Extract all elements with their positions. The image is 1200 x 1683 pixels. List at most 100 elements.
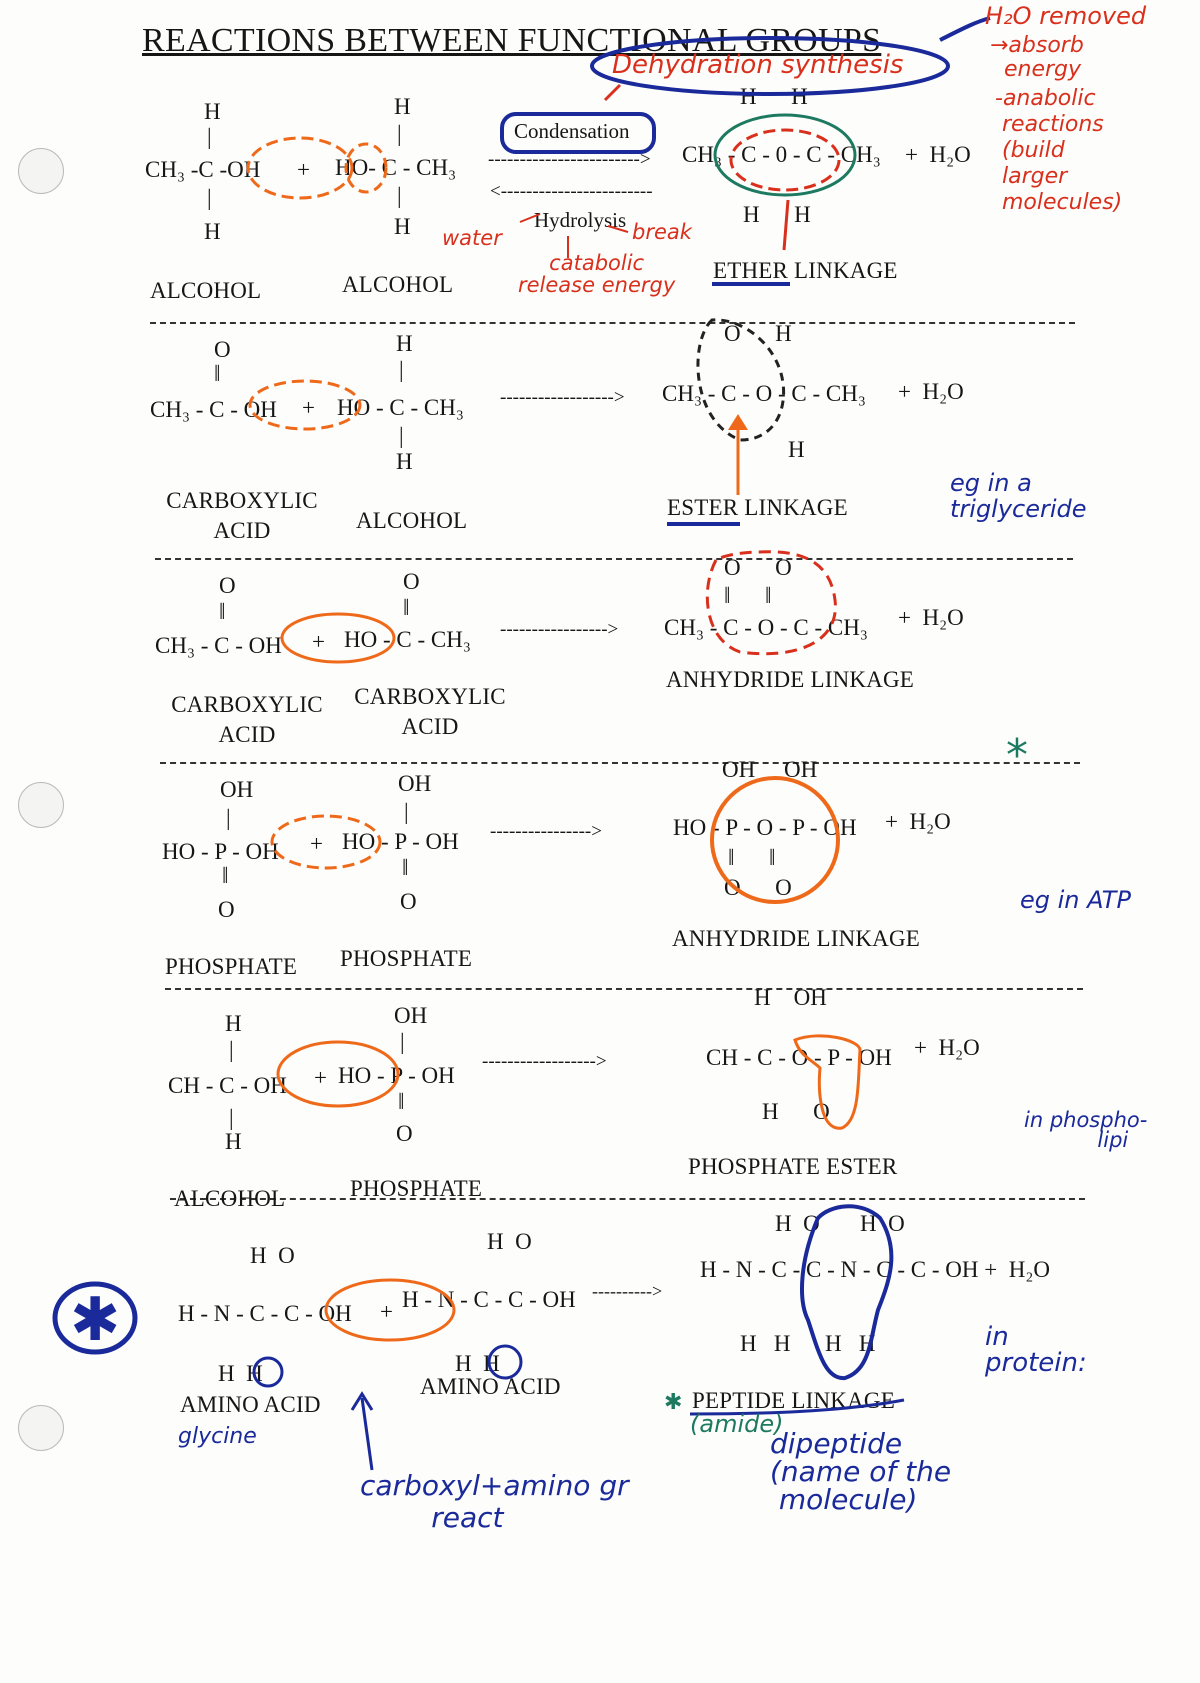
r1-reactant1-bond: | — [207, 124, 212, 149]
r5-double-bond: ǁ — [398, 1089, 405, 1114]
binder-hole-middle — [18, 782, 64, 828]
r4-arrow-forward: ----------------> — [490, 821, 602, 842]
star-glyph: ✱ — [70, 1285, 120, 1355]
r1-reactant2-bond: | — [397, 121, 402, 146]
r6-product-formula: H - N - C - C - N - C - C - OH + H₂O — [700, 1257, 1050, 1282]
r6-reactant2-label: AMINO ACID — [420, 1374, 561, 1399]
r6-arrow-forward: ----------> — [592, 1281, 663, 1301]
r4-reactant1-bottom: O — [218, 897, 235, 922]
r3-plus: + — [312, 629, 325, 654]
r6-product-bottom: H H H H — [740, 1331, 876, 1356]
binder-hole-top — [18, 148, 64, 194]
r5-linkage-label: PHOSPHATE ESTER — [688, 1154, 898, 1179]
r3-reactant2-top: O — [403, 569, 420, 594]
r4-reactant2-label: PHOSPHATE — [340, 946, 473, 971]
r1-hydrolysis-label: Hydrolysis — [534, 208, 627, 232]
r4-product-formula: HO - P - O - P - OH — [673, 815, 857, 840]
r5-reactant2-bond: | — [400, 1029, 405, 1054]
r2-double-bond: ǁ — [214, 361, 221, 386]
r6-reactant1-top: H O — [250, 1243, 295, 1268]
r5-reactant2-top: OH — [394, 1003, 428, 1028]
condensation-arrow — [603, 83, 622, 102]
r2-product-bottom: H — [788, 437, 805, 462]
r1-reactant2-top: H — [394, 94, 411, 119]
r4-double-bond: ǁ — [402, 855, 409, 880]
r5-reactant1-formula: CH - C - OH — [168, 1073, 287, 1098]
divider — [155, 558, 1073, 560]
r2-arrow-forward: ------------------> — [500, 387, 625, 408]
r1-reactant1-label: ALCOHOL — [150, 278, 262, 303]
r4-double-bond: ǁ — [222, 863, 229, 888]
r3-arrow-forward: -----------------> — [500, 619, 619, 640]
r1-arrow-back: <------------------------ — [490, 181, 653, 202]
r1-reactant2-formula: HO- C - CH₃ — [335, 155, 457, 180]
r3-reactant1-top: O — [219, 573, 236, 598]
carboxyl-arrowhead — [350, 1391, 374, 1411]
r4-product-top: OH OH — [722, 757, 818, 782]
r2-reactant2-bottom: H — [396, 449, 413, 474]
r1-product-bottom: H H — [743, 202, 811, 227]
r4-reactant1-bond: | — [226, 805, 231, 830]
r4-product-byproduct: + H₂O — [885, 809, 951, 834]
r1-arrow-forward: ------------------------> — [488, 149, 656, 170]
r5-product-formula: CH - C - O - P - OH — [706, 1045, 892, 1070]
r1-reactant1-bond: | — [207, 185, 212, 210]
r4-reactant1-formula: HO - P - OH — [162, 839, 279, 864]
note-dipeptide: dipeptide (name of the molecule) — [770, 1427, 952, 1516]
r4-product-bottom: O O — [724, 875, 792, 900]
r3-reactant1-label: CARBOXYLIC ACID — [171, 692, 323, 747]
r5-product-bottom: H O — [762, 1099, 830, 1124]
r2-reactant2-bond: | — [399, 357, 404, 382]
r5-reactant2-label: PHOSPHATE — [350, 1176, 483, 1201]
binder-hole-bottom — [18, 1405, 64, 1451]
r1-reactant1-bottom: H — [204, 219, 221, 244]
r1-condensation-label: Condensation — [514, 119, 630, 143]
r3-linkage-label: ANHYDRIDE LINKAGE — [666, 667, 915, 692]
r2-plus: + — [302, 395, 315, 420]
r4-reactant2-bond: | — [404, 799, 409, 824]
r2-reactant1-top: O — [214, 337, 231, 362]
r2-product-byproduct: + H₂O — [898, 379, 964, 404]
r2-reactant1-formula: CH₃ - C - OH — [150, 397, 277, 422]
r3-product-formula: CH₃ - C - O - C - CH₃ — [664, 615, 868, 640]
note-in-phospholipid: in phospho- lipi — [1024, 1108, 1148, 1152]
r3-reactant2-formula: HO - C - CH₃ — [344, 627, 471, 652]
star-circle — [52, 1281, 138, 1355]
note-dehydration-synthesis: Dehydration synthesis — [612, 50, 904, 80]
r2-reactant2-bond: | — [399, 423, 404, 448]
r1-reactant1-formula: CH₃ -C -OH — [145, 157, 261, 182]
r5-reactant1-bottom: H — [225, 1129, 242, 1154]
r2-linkage-label: ESTER LINKAGE — [667, 495, 848, 520]
note-asterisk: * — [1006, 730, 1028, 781]
divider — [150, 322, 1075, 324]
r6-reactant2-formula: H - N - C - C - OH — [402, 1287, 576, 1312]
r3-product-top: O O — [724, 555, 792, 580]
r6-reactant2-bottom: H H — [455, 1351, 500, 1376]
r4-reactant1-label: PHOSPHATE — [165, 954, 298, 979]
note-peptide-asterisk: ✱ — [664, 1390, 683, 1415]
r3-reactant1-formula: CH₃ - C - OH — [155, 633, 282, 658]
r6-reactant1-bottom: H H — [218, 1361, 263, 1386]
note-anabolic: -anabolic reactions (build larger molecu… — [995, 86, 1123, 215]
note-break: break — [632, 220, 692, 244]
r5-reactant2-formula: HO - P - OH — [338, 1063, 455, 1088]
r6-reactant1-formula: H - N - C - C - OH — [178, 1301, 352, 1326]
r3-reactant2-label: CARBOXYLIC ACID — [354, 684, 506, 739]
r5-product-byproduct: + H₂O — [914, 1035, 980, 1060]
note-eg-triglyceride: eg in a triglyceride — [950, 469, 1087, 523]
r6-plus: + — [380, 1299, 393, 1324]
r4-reactant1-top: OH — [220, 777, 254, 802]
r2-reactant2-top: H — [396, 331, 413, 356]
r3-product-byproduct: + H₂O — [898, 605, 964, 630]
r5-reactant1-top: H — [225, 1011, 242, 1036]
divider — [170, 1198, 1085, 1200]
r1-product-formula: CH₃ - C - 0 - C - CH₃ — [682, 142, 881, 167]
r5-reactant1-label: ALCOHOL — [174, 1186, 286, 1211]
note-h2o-removed: H₂O removed — [985, 2, 1147, 30]
divider — [160, 762, 1080, 764]
r4-reactant2-formula: HO - P - OH — [342, 829, 459, 854]
r1-reactant2-bond: | — [397, 183, 402, 208]
r2-product-top: O H — [724, 321, 792, 346]
r3-double-bond: ǁ — [403, 595, 410, 620]
